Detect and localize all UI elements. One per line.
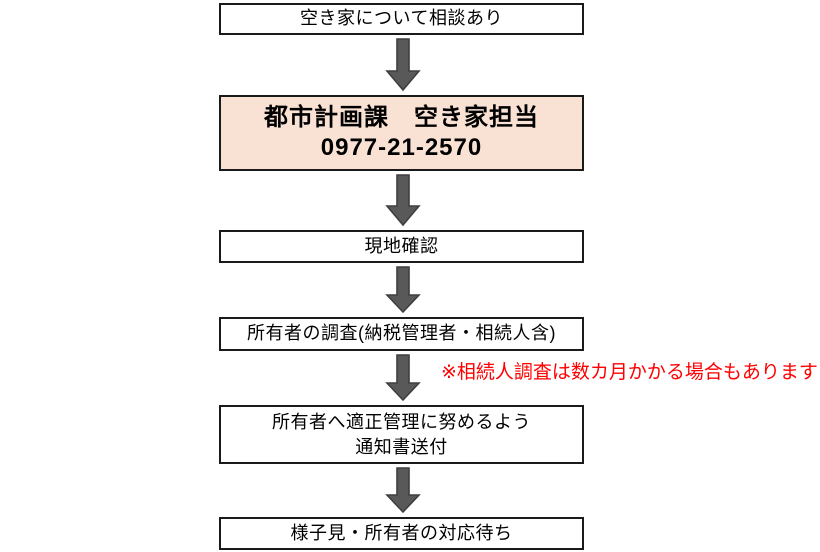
- department-name-label: 都市計画課 空き家担当: [264, 104, 539, 131]
- down-arrow-icon-5: [385, 467, 421, 514]
- down-arrow-icon-3: [385, 266, 421, 314]
- down-arrow-icon-1: [385, 38, 421, 92]
- flow-node-consultation-label: 空き家について相談あり: [300, 8, 503, 29]
- department-phone-number: 0977-21-2570: [320, 134, 483, 161]
- flow-node-consultation: 空き家について相談あり: [219, 3, 584, 35]
- flow-node-notice-dispatch: 所有者へ適正管理に努めるよう 通知書送付: [219, 405, 584, 464]
- flow-node-site-inspection-label: 現地確認: [364, 235, 439, 256]
- flow-node-owner-investigation: 所有者の調査(納税管理者・相続人含): [219, 317, 584, 351]
- flow-node-await-owner-response-label: 様子見・所有者の対応待ち: [290, 522, 513, 543]
- flow-node-contact-block: 都市計画課 空き家担当 0977-21-2570: [264, 73, 539, 193]
- flow-node-site-inspection: 現地確認: [219, 230, 584, 263]
- down-arrow-icon-2: [385, 174, 421, 227]
- down-arrow-icon-4: [385, 354, 421, 402]
- flow-node-await-owner-response: 様子見・所有者の対応待ち: [219, 517, 584, 550]
- heirs-investigation-note: ※相続人調査は数カ月かかる場合もあります: [441, 362, 818, 383]
- flow-node-owner-investigation-label: 所有者の調査(納税管理者・相続人含): [247, 323, 556, 344]
- flow-node-notice-dispatch-label: 所有者へ適正管理に努めるよう 通知書送付: [272, 412, 531, 457]
- flow-node-contact-department: 都市計画課 空き家担当 0977-21-2570: [219, 95, 584, 171]
